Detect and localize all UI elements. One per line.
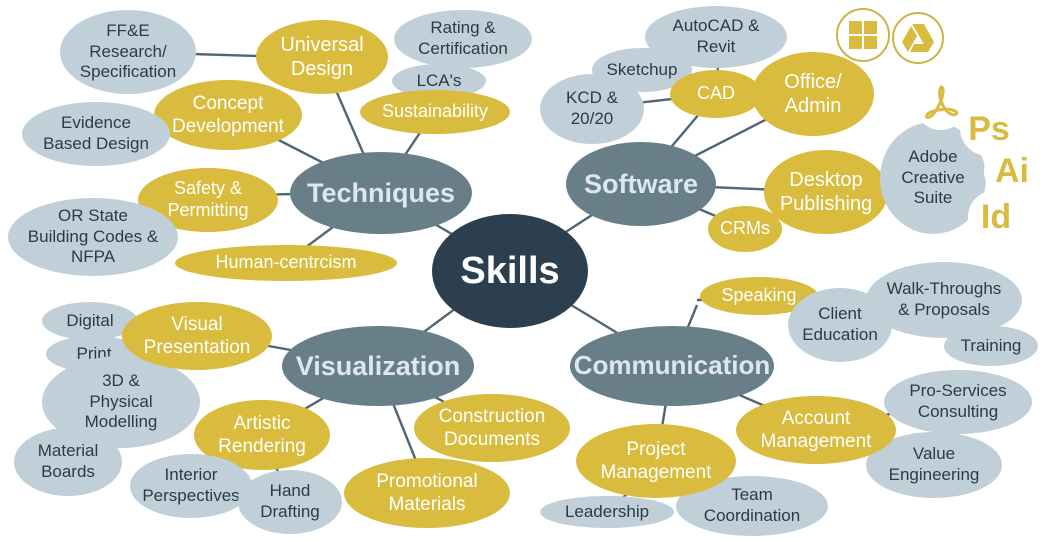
node-leadership: Leadership [540, 496, 674, 528]
hub-techniques: Techniques [290, 152, 472, 234]
node-desktop-publishing: Desktop Publishing [764, 150, 888, 234]
windows-logo-icon [836, 8, 890, 62]
node-crms: CRMs [708, 206, 782, 252]
hub-visualization: Visualization [282, 326, 474, 406]
node-building-codes: OR State Building Codes & NFPA [8, 198, 178, 276]
node-evidence-based-design: Evidence Based Design [22, 102, 170, 166]
node-cad: CAD [670, 70, 762, 118]
acrobat-icon [914, 76, 968, 130]
photoshop-icon: Ps [960, 102, 1018, 156]
node-material-boards: Material Boards [14, 428, 122, 496]
node-account-management: Account Management [736, 396, 896, 464]
node-office-admin: Office/ Admin [752, 52, 874, 136]
node-human-centrcism: Human-centrcism [175, 245, 397, 281]
node-pro-services-consulting: Pro-Services Consulting [884, 370, 1032, 434]
node-hand-drafting: Hand Drafting [238, 470, 342, 534]
node-team-coordination: Team Coordination [676, 476, 828, 536]
node-value-engineering: Value Engineering [866, 432, 1002, 498]
google-drive-icon [892, 12, 944, 64]
node-visual-presentation: Visual Presentation [122, 302, 272, 370]
node-concept-development: Concept Development [154, 80, 302, 150]
node-ffe-research: FF&E Research/ Specification [60, 10, 196, 94]
node-kcd-2020: KCD & 20/20 [540, 74, 644, 144]
node-construction-documents: Construction Documents [414, 394, 570, 462]
node-interior-perspectives: Interior Perspectives [130, 454, 252, 518]
center-skills: Skills [432, 214, 588, 328]
hub-software: Software [566, 142, 716, 226]
node-walk-throughs-proposals: Walk-Throughs & Proposals [866, 262, 1022, 338]
node-training: Training [944, 326, 1038, 366]
indesign-icon: Id [968, 190, 1024, 244]
node-promotional-materials: Promotional Materials [344, 458, 510, 528]
node-universal-design: Universal Design [256, 20, 388, 94]
node-project-management: Project Management [576, 424, 736, 498]
node-sustainability: Sustainability [360, 90, 510, 134]
node-rating-certification: Rating & Certification [394, 10, 532, 68]
hub-communication: Communication [570, 326, 774, 406]
